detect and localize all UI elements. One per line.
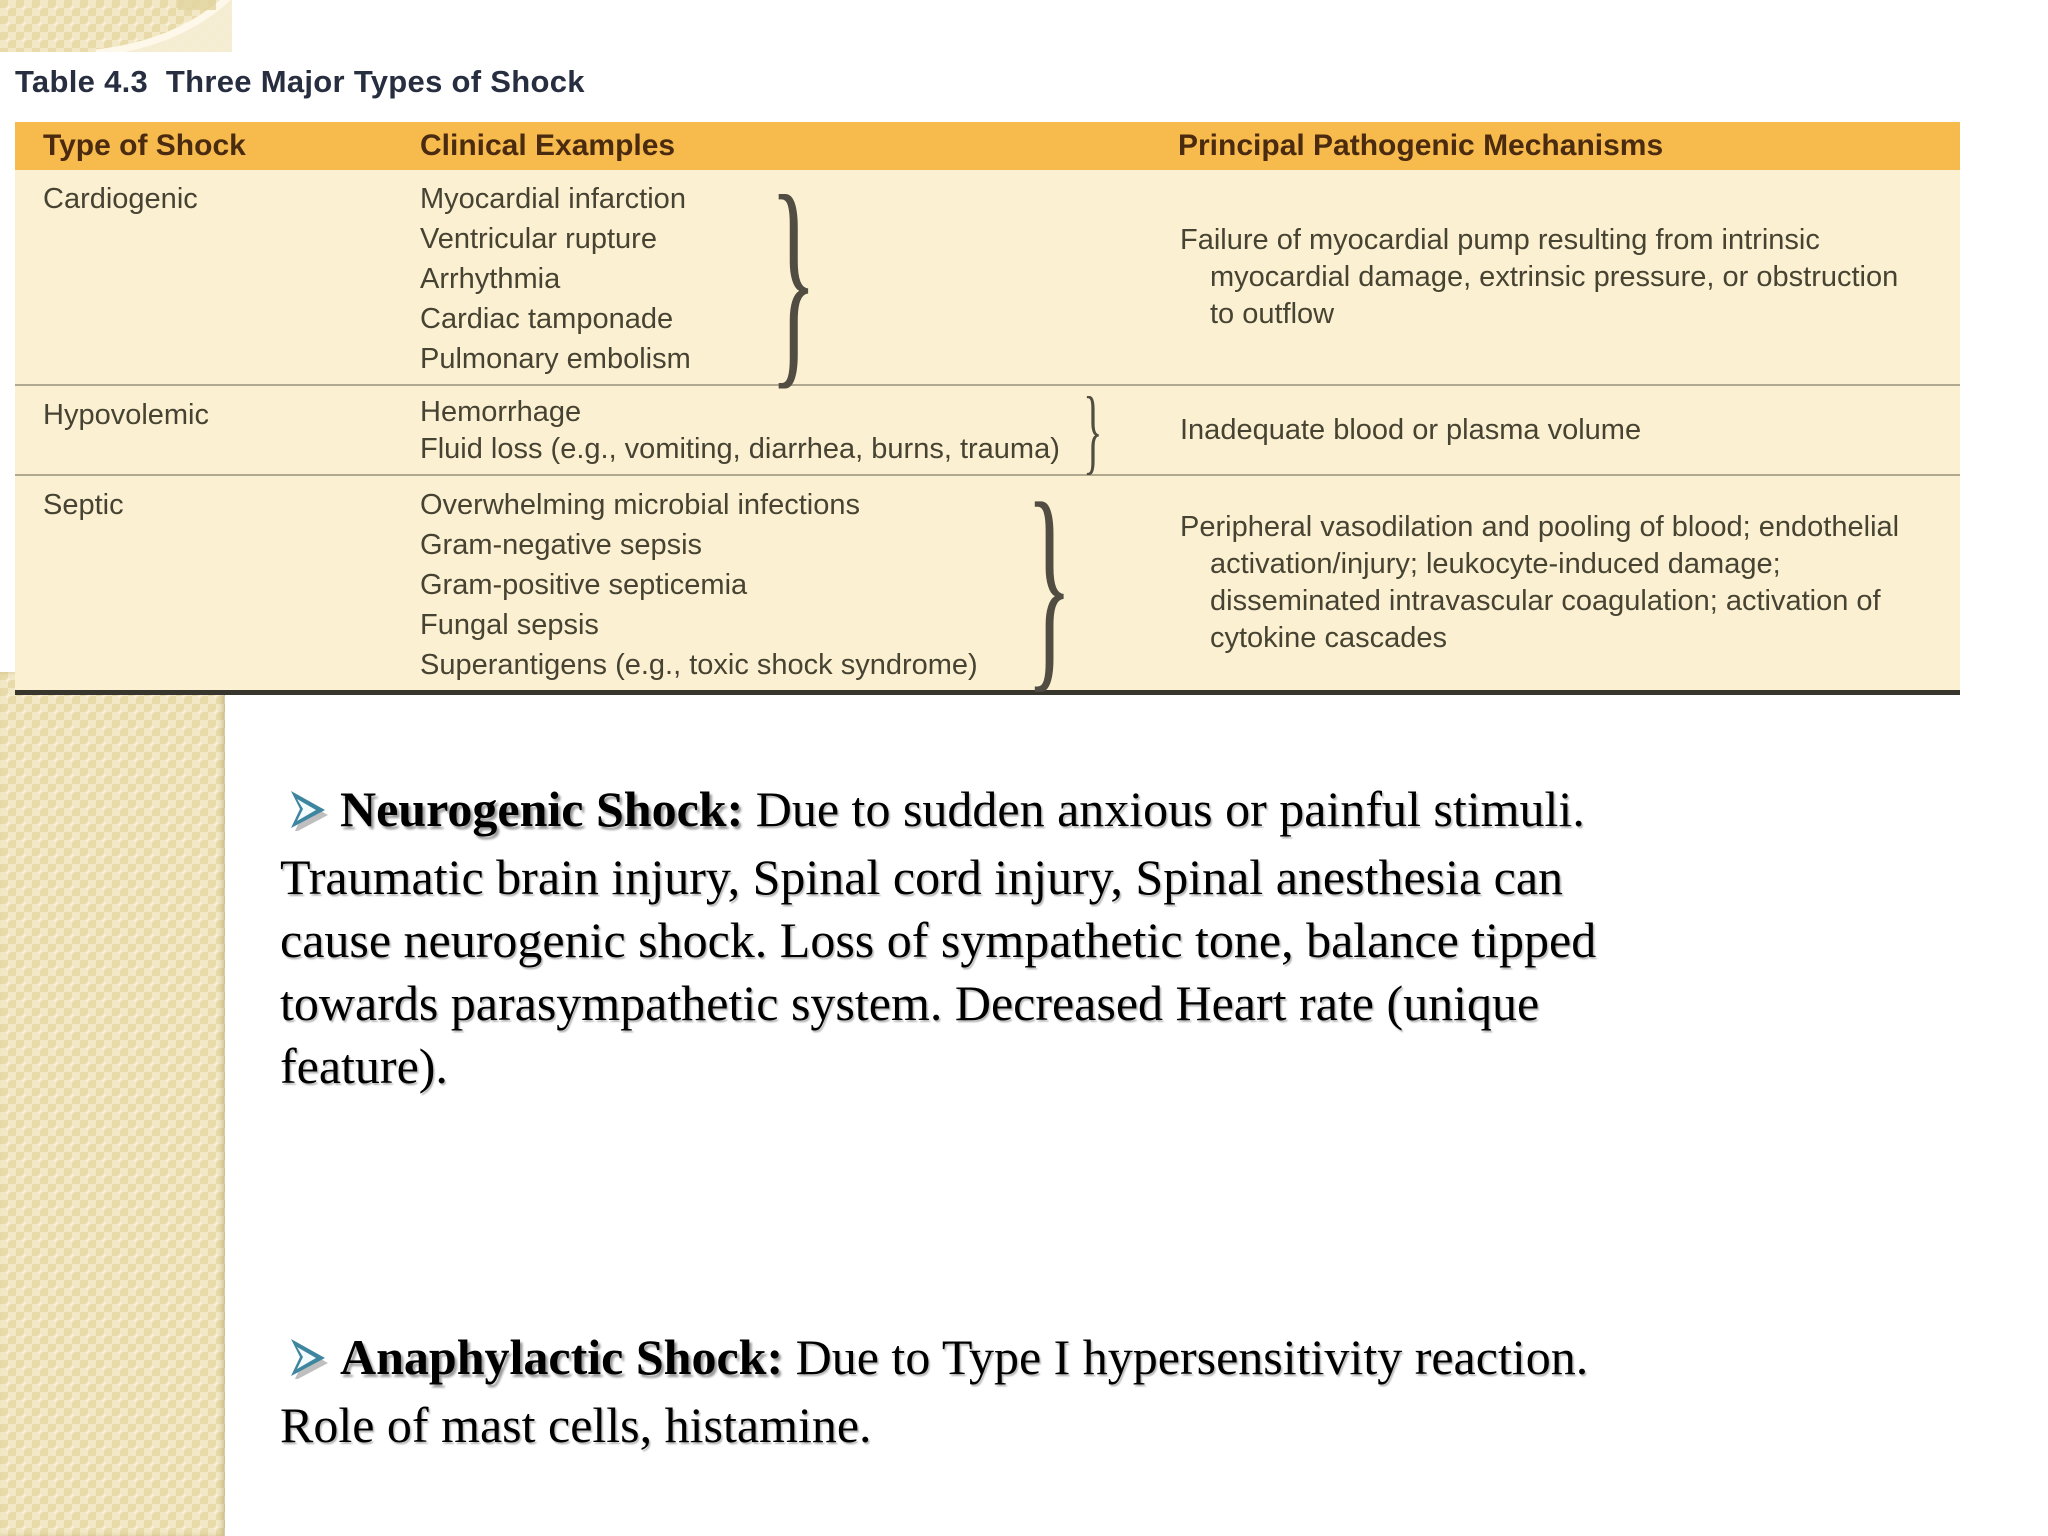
- mechanism-cell: Inadequate blood or plasma volume: [1160, 386, 1960, 474]
- mechanism-text: Peripheral vasodilation and pooling of b…: [1180, 511, 1900, 654]
- notes-section: Neurogenic Shock: Due to sudden anxious …: [280, 778, 1610, 1457]
- list-item: Cardiac tamponade: [420, 303, 674, 335]
- mechanism-text: Failure of myocardial pump resulting fro…: [1180, 223, 1899, 330]
- clinical-examples-cell: Overwhelming microbial infections Gram-n…: [405, 455, 1160, 711]
- shock-type-label: Hypovolemic: [43, 399, 209, 431]
- table-title: Table 4.3 Three Major Types of Shock: [15, 64, 585, 99]
- shock-type-label: Septic: [43, 489, 124, 521]
- mechanism-cell: Failure of myocardial pump resulting fro…: [1160, 170, 1960, 384]
- list-item: Superantigens (e.g., toxic shock syndrom…: [420, 649, 978, 681]
- pattern-sidebar-strip: [0, 672, 225, 1536]
- header-clinical-examples: Clinical Examples: [420, 129, 676, 162]
- clinical-examples-cell: Hemorrhage Fluid loss (e.g., vomiting, d…: [405, 377, 1160, 484]
- list-item: Fluid loss (e.g., vomiting, diarrhea, bu…: [420, 433, 1060, 465]
- note-heading: Anaphylactic Shock:: [340, 1329, 784, 1385]
- arrow-bullet-icon: [280, 1331, 332, 1394]
- swoosh-curve-icon: [95, 0, 232, 52]
- header-principal-pathogenic-mechanisms: Principal Pathogenic Mechanisms: [1178, 129, 1664, 162]
- list-item: Pulmonary embolism: [420, 343, 691, 375]
- note-heading: Neurogenic Shock:: [340, 781, 744, 837]
- mechanism-cell: Peripheral vasodilation and pooling of b…: [1160, 476, 1960, 690]
- table-row-septic: Septic Overwhelming microbial infections…: [15, 455, 1960, 711]
- note-body: Due to sudden anxious or painful stimuli…: [280, 781, 1597, 1094]
- table-row-cardiogenic: Cardiogenic Myocardial infarction Ventri…: [15, 147, 1960, 408]
- list-item: Hemorrhage: [420, 396, 582, 428]
- corner-decoration: [0, 0, 232, 52]
- list-item: Myocardial infarction: [420, 183, 686, 215]
- note-neurogenic-shock: Neurogenic Shock: Due to sudden anxious …: [280, 778, 1610, 1098]
- list-item: Gram-positive septicemia: [420, 569, 748, 601]
- table-header-row: Type of Shock Clinical Examples Principa…: [15, 122, 1960, 170]
- clinical-examples-cell: Myocardial infarction Ventricular ruptur…: [405, 147, 1160, 408]
- arrow-bullet-icon: [280, 783, 332, 846]
- shock-table: Type of Shock Clinical Examples Principa…: [15, 122, 1960, 711]
- table-row-hypovolemic: Hypovolemic Hemorrhage Fluid loss (e.g.,…: [15, 377, 1960, 484]
- brace-icon: }: [1025, 455, 1073, 711]
- examples-list: Hemorrhage Fluid loss (e.g., vomiting, d…: [420, 394, 1060, 468]
- examples-list: Myocardial infarction Ventricular ruptur…: [420, 178, 691, 378]
- brace-icon: }: [769, 147, 817, 408]
- shock-type-label: Cardiogenic: [43, 183, 198, 215]
- examples-list: Overwhelming microbial infections Gram-n…: [420, 484, 978, 684]
- header-type-of-shock: Type of Shock: [43, 129, 246, 162]
- brace-icon: }: [1083, 377, 1103, 484]
- note-body: Due to Type I hypersensitivity reaction.…: [280, 1329, 1589, 1453]
- list-item: Fungal sepsis: [420, 609, 599, 641]
- mechanism-text: Inadequate blood or plasma volume: [1180, 413, 1642, 446]
- list-item: Ventricular rupture: [420, 223, 657, 255]
- list-item: Overwhelming microbial infections: [420, 489, 860, 521]
- note-anaphylactic-shock: Anaphylactic Shock: Due to Type I hypers…: [280, 1326, 1610, 1457]
- list-item: Arrhythmia: [420, 263, 561, 295]
- list-item: Gram-negative sepsis: [420, 529, 703, 561]
